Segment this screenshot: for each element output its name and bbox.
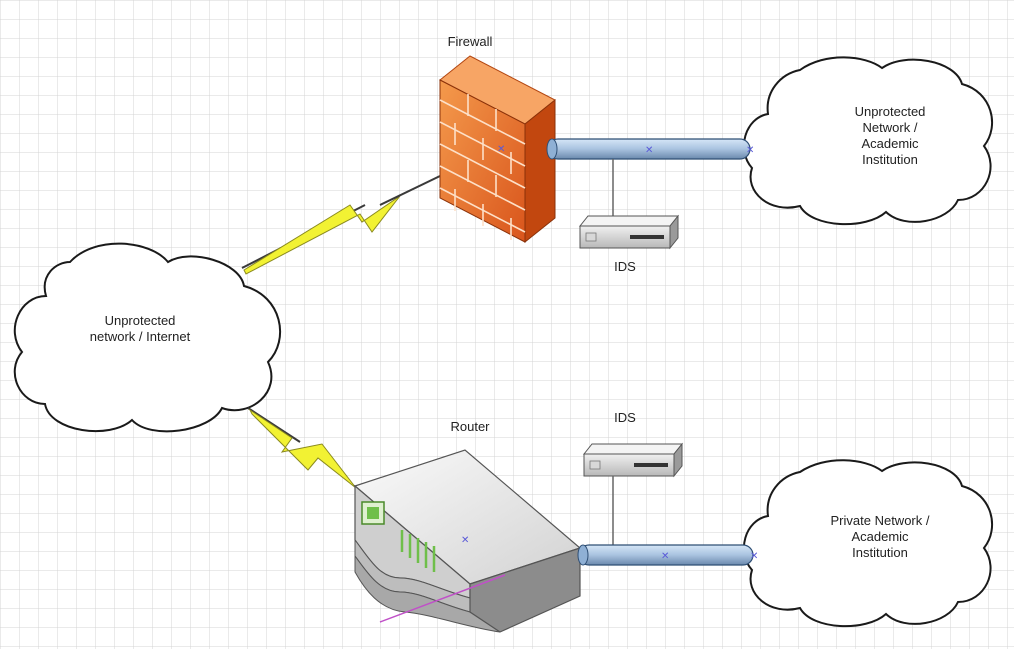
internet-cloud-label: Unprotected network / Internet (89, 313, 191, 344)
svg-text:✕: ✕ (497, 144, 505, 155)
ids-bottom-label: IDS (614, 410, 636, 425)
lightning-link-firewall (241, 147, 499, 275)
academic-cloud-label: Unprotected Network / Academic Instituti… (854, 104, 926, 167)
router-icon: ✕ (353, 449, 582, 633)
svg-text:✕: ✕ (645, 145, 653, 156)
firewall-icon: ✕ (439, 55, 556, 244)
svg-text:✕: ✕ (661, 551, 669, 562)
ids-top-label: IDS (614, 259, 636, 274)
network-pipe-bottom: ✕ ✕ (577, 544, 758, 566)
ids-device-top (578, 214, 680, 250)
private-cloud-label: Private Network / Academic Institution (830, 513, 930, 560)
router-label: Router (450, 419, 490, 434)
firewall-label: Firewall (447, 34, 493, 49)
svg-text:✕: ✕ (461, 535, 469, 546)
svg-text:✕: ✕ (746, 145, 754, 156)
svg-text:✕: ✕ (750, 551, 758, 562)
network-pipe-top: ✕ ✕ (546, 138, 754, 160)
ids-device-bottom (582, 442, 684, 478)
internet-cloud (13, 242, 282, 433)
